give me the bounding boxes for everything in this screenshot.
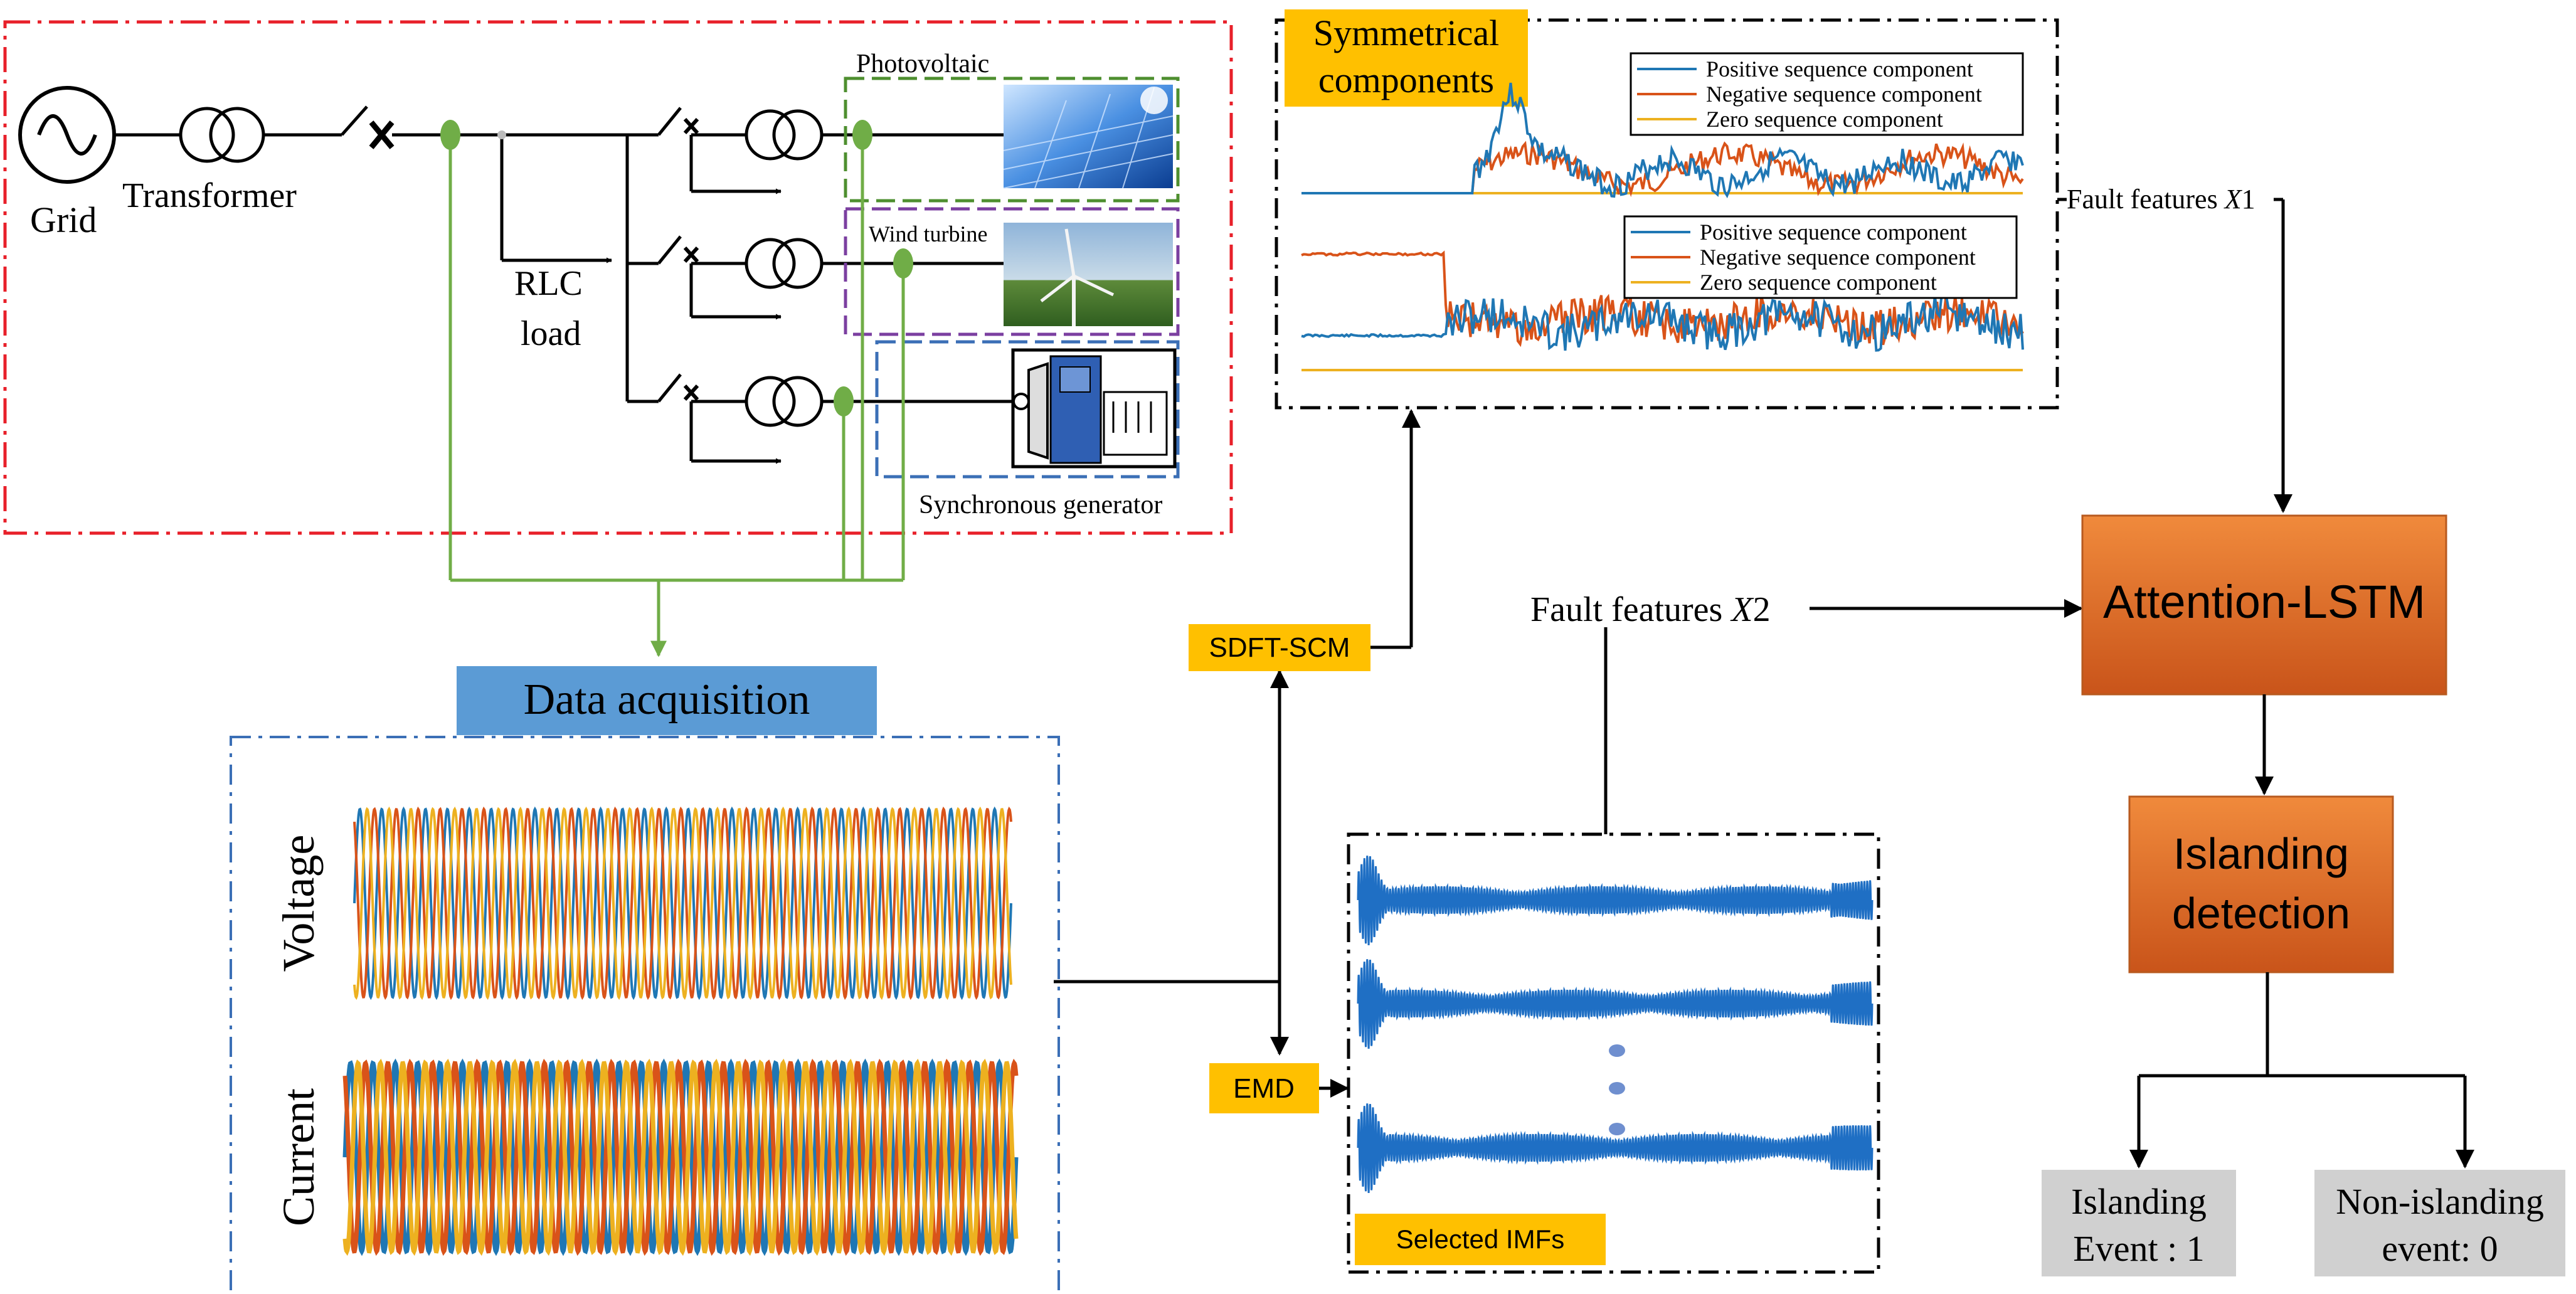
- synchronous-generator-boundary: [875, 340, 1180, 479]
- emd-label: EMD: [1233, 1073, 1295, 1104]
- bottom-positive-sequence: [1301, 294, 2024, 352]
- wind-turbine-icon: [1004, 223, 1173, 326]
- wind-turbine-boundary: [844, 207, 1180, 336]
- breaker-icon: [341, 105, 395, 149]
- voltage-phase-2: [353, 806, 1012, 1000]
- output-islanding-line2: Event : 1: [2073, 1228, 2204, 1269]
- emd-box: [1209, 1063, 1319, 1113]
- output-nonislanding-box: [2314, 1170, 2565, 1276]
- sdft-scm-label: SDFT-SCM: [1209, 632, 1350, 663]
- ac-source-icon: [18, 86, 116, 184]
- current-phase-2: [342, 1058, 1019, 1256]
- legend-top-positive: Positive sequence component: [1706, 56, 1973, 82]
- current-phase-1: [342, 1058, 1019, 1256]
- synchronous-generator-label: Synchronous generator: [919, 491, 1162, 519]
- islanding-detection-box: [2128, 795, 2394, 973]
- ellipsis-dots: [1609, 1044, 1625, 1135]
- fault-features-x2-label: Fault features X2: [1530, 590, 1771, 629]
- top-positive-sequence: [1301, 82, 2024, 199]
- symmetrical-title-line2: components: [1318, 60, 1494, 100]
- legend-top: Positive sequence component Negative seq…: [1630, 52, 2024, 136]
- symmetrical-title-line1: Symmetrical: [1313, 13, 1499, 53]
- imf-trace-1: [1357, 856, 1874, 945]
- imf-waveforms: [1357, 856, 1874, 1193]
- legend-bottom: Positive sequence component Negative seq…: [1623, 215, 2018, 299]
- rlc-load-label-line2: load: [521, 314, 581, 353]
- data-acquisition-label: Data acquisition: [524, 676, 810, 724]
- microgrid-boundary: [3, 20, 1233, 535]
- current-waveforms: [342, 1058, 1019, 1256]
- attention-lstm-box: [2081, 514, 2447, 696]
- fault-features-x1-label: Fault features X1: [2067, 184, 2255, 215]
- photovoltaic-label: Photovoltaic: [856, 50, 989, 78]
- symmetrical-chart-bottom: [1301, 250, 2024, 371]
- data-acquisition-header: [457, 666, 877, 735]
- imf-trace-3: [1357, 1103, 1874, 1193]
- output-nonislanding-line2: event: 0: [2382, 1228, 2498, 1269]
- voltage-label: Voltage: [273, 835, 324, 972]
- current-label: Current: [273, 1088, 324, 1226]
- symmetrical-chart-top: [1301, 82, 2024, 199]
- solar-panel-icon: [1003, 85, 1174, 189]
- output-islanding-line1: Islanding: [2071, 1181, 2207, 1222]
- measurement-points: [440, 120, 913, 416]
- rlc-load-label-line1: RLC: [514, 264, 583, 303]
- legend-top-negative: Negative sequence component: [1706, 82, 1982, 107]
- symmetrical-title-box: [1285, 9, 1528, 107]
- imf-trace-2: [1357, 959, 1874, 1049]
- legend-top-zero: Zero sequence component: [1706, 107, 1943, 132]
- wind-turbine-label: Wind turbine: [869, 221, 988, 247]
- output-nonislanding-line1: Non-islanding: [2336, 1181, 2544, 1222]
- selected-imfs-box: [1355, 1214, 1606, 1265]
- selected-imfs-label: Selected IMFs: [1396, 1224, 1564, 1254]
- transformer-icon: [179, 107, 265, 163]
- generator-icon: [1011, 348, 1177, 469]
- voltage-phase-1: [353, 806, 1012, 1000]
- feeder-wind: [627, 235, 1004, 320]
- measurement-lines: [448, 135, 905, 657]
- voltage-phase-3: [353, 806, 1012, 1000]
- voltage-waveforms: [353, 806, 1012, 1000]
- islanding-detection-line1: Islanding: [2173, 829, 2349, 878]
- grid-label: Grid: [30, 199, 97, 240]
- imf-boundary: [1347, 832, 1880, 1274]
- feeder-generator: [627, 373, 1016, 464]
- feeder-pv: [627, 107, 1004, 194]
- sdft-scm-box: [1189, 624, 1370, 671]
- data-acquisition-boundary: [230, 736, 1060, 1294]
- legend-bottom-negative: Negative sequence component: [1700, 245, 1976, 270]
- transformer-label: Transformer: [122, 176, 297, 215]
- islanding-detection-line2: detection: [2172, 889, 2350, 938]
- legend-bottom-zero: Zero sequence component: [1700, 270, 1937, 295]
- output-islanding-box: [2042, 1170, 2236, 1276]
- symmetrical-boundary: [1275, 18, 2059, 410]
- legend-bottom-positive: Positive sequence component: [1700, 220, 1967, 245]
- photovoltaic-boundary: [844, 77, 1180, 203]
- current-phase-3: [342, 1058, 1019, 1256]
- attention-lstm-label: Attention-LSTM: [2103, 576, 2425, 628]
